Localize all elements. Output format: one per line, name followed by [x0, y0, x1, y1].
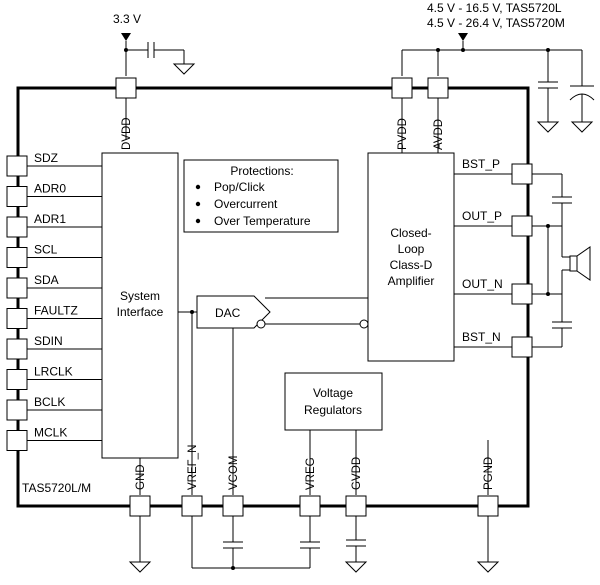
pin-lrclk [6, 369, 28, 390]
pin-adr0 [6, 186, 28, 207]
dac-label: DAC [215, 306, 241, 320]
gvdd-ground [344, 561, 368, 573]
pin-label-sdin: SDIN [34, 334, 63, 348]
amplifier-line-2: Loop [398, 242, 425, 256]
voltage-regulators-line-1: Voltage [313, 386, 353, 400]
top-pins: DVDD PVDD AVDD [115, 77, 449, 157]
pin-faultz [6, 308, 28, 329]
analog-supply-label-l: 4.5 V - 16.5 V, TAS5720L [427, 1, 562, 15]
dvdd-supply-arrow [121, 33, 131, 41]
pin-label-out-n: OUT_N [462, 277, 503, 291]
pvdd-pin [391, 77, 413, 99]
pgnd-ground [476, 561, 500, 573]
amplifier-line-4: Amplifier [388, 274, 435, 288]
pin-label-bst-n: BST_N [462, 330, 501, 344]
dac-inverting-output [256, 319, 266, 329]
bottom-pins: GND VREF_N VCOM VREG GVDD PGND [129, 310, 499, 517]
amplifier-block [367, 152, 455, 362]
protection-item-2: Overcurrent [214, 197, 278, 211]
pin-label-bclk: BCLK [34, 395, 65, 409]
gnd-pin [129, 495, 151, 517]
pin-label-sda: SDA [34, 273, 59, 287]
amplifier-inverting-input [359, 319, 369, 329]
dvdd-label: DVDD [121, 117, 133, 150]
avdd-label: AVDD [433, 119, 445, 150]
gvdd-pin [345, 495, 367, 517]
system-interface-line-2: Interface [117, 305, 164, 319]
bottom-network [128, 516, 500, 573]
dvdd-supply-net [121, 33, 196, 76]
vcom-label: VCOM [228, 456, 240, 491]
chip-name: TAS5720L/M [22, 481, 91, 495]
protection-bullet-2 [195, 201, 201, 207]
pgnd-label: PGND [483, 457, 495, 490]
pin-adr1 [6, 216, 28, 238]
pin-bst-n [511, 336, 533, 358]
pin-label-out-p: OUT_P [462, 209, 502, 223]
avdd-pin [427, 77, 449, 99]
pgnd-pin [477, 495, 499, 517]
protection-item-3: Over Temperature [214, 214, 311, 228]
speaker-cone-icon [576, 246, 591, 281]
gnd-pin-ground [128, 561, 152, 573]
pin-label-mclk: MCLK [34, 426, 67, 440]
pvdd-cap2-ground [570, 121, 594, 133]
pin-label-scl: SCL [34, 243, 58, 257]
pin-mclk [6, 430, 28, 451]
pin-bst-p [511, 163, 533, 185]
protections-box: Protections: Pop/Click Overcurrent Over … [183, 159, 339, 233]
pin-label-bst-p: BST_P [462, 157, 500, 171]
pin-out-p [511, 215, 533, 237]
system-interface-block [101, 152, 179, 459]
pvdd-supply-arrow [458, 33, 468, 41]
pin-label-faultz: FAULTZ [34, 304, 78, 318]
dvdd-pin [115, 77, 137, 99]
pvdd-cap1-ground [536, 121, 560, 133]
protection-bullet-1 [195, 184, 201, 190]
amplifier-line-1: Closed- [390, 226, 431, 240]
voltage-regulators-line-2: Regulators [304, 403, 362, 417]
vcom-pin [222, 495, 244, 517]
gvdd-label: GVDD [351, 457, 363, 490]
right-pins: BST_P OUT_P OUT_N BST_N [454, 157, 533, 358]
pin-label-adr0: ADR0 [34, 182, 66, 196]
pin-label-adr1: ADR1 [34, 212, 66, 226]
pin-bclk [6, 399, 28, 421]
pvdd-supply-net [401, 33, 595, 133]
dvdd-ground-symbol [172, 63, 196, 75]
digital-supply-label: 3.3 V [113, 12, 141, 26]
speaker-icon [569, 255, 578, 272]
voltage-regulators-block [284, 372, 383, 431]
analog-supply-label-m: 4.5 V - 26.4 V, TAS5720M [427, 16, 565, 30]
amplifier-line-3: Class-D [390, 258, 433, 272]
pin-sdz [6, 155, 28, 177]
pin-label-sdz: SDZ [34, 151, 58, 165]
vreg-label: VREG [305, 457, 317, 490]
system-interface-line-1: System [120, 289, 160, 303]
pin-sda [6, 277, 28, 299]
pin-scl [6, 247, 28, 268]
gnd-label: GND [135, 464, 147, 490]
vreg-pin [299, 495, 321, 517]
dac-block: DAC [178, 295, 369, 495]
protections-frame [183, 159, 339, 233]
vref-n-pin [181, 495, 203, 517]
protection-bullet-3 [195, 218, 201, 224]
pin-sdin [6, 338, 28, 360]
output-network [532, 173, 591, 348]
pvdd-label: PVDD [397, 118, 409, 150]
protections-title: Protections: [230, 164, 293, 178]
vref-n-label: VREF_N [187, 445, 199, 490]
pin-label-lrclk: LRCLK [34, 365, 73, 379]
pin-out-n [511, 283, 533, 305]
protection-item-1: Pop/Click [214, 180, 266, 194]
